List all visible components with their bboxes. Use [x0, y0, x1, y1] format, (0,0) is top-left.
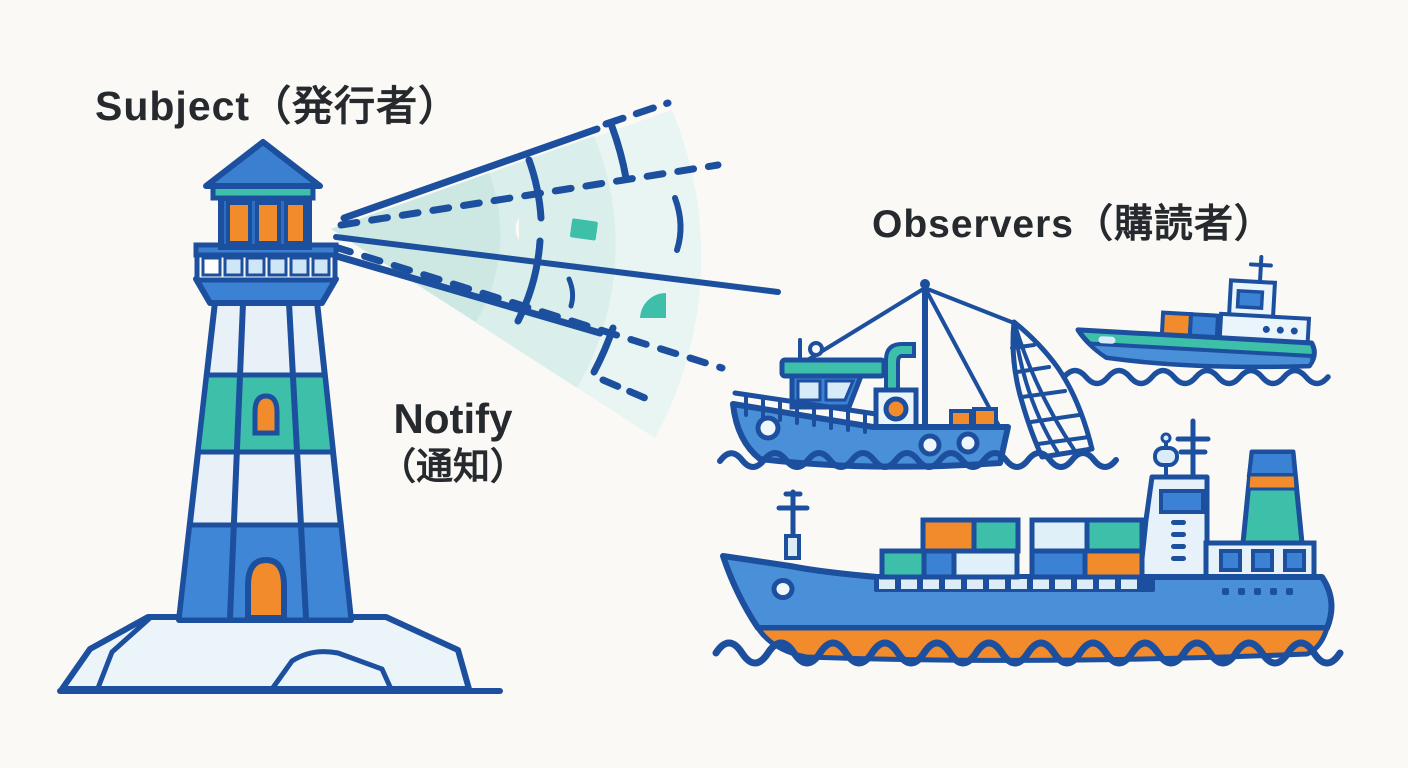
railing-pane: [311, 256, 331, 277]
bridge-window: [1283, 549, 1306, 572]
beam-arc-outer-bottom: [590, 324, 617, 376]
beam-top-edge-dashes: [602, 99, 672, 128]
gallery-floor: [193, 276, 339, 306]
railing-pane: [267, 256, 288, 277]
antenna-ring: [808, 341, 824, 357]
subject-label: Subject（発行者）: [95, 83, 461, 129]
superstructure-dot: [1290, 327, 1298, 335]
railing-pane: [289, 256, 310, 277]
bow-rail-posts: [744, 393, 867, 434]
beam-dashed-ray-lower: [331, 243, 726, 372]
beam-bottom-edge-dashes: [599, 376, 656, 405]
superstructure-dot: [1276, 326, 1284, 334]
cabin-roof: [779, 357, 887, 379]
container-teal: [879, 548, 927, 580]
exhaust-pipe: [884, 342, 916, 394]
container-teal: [1084, 517, 1145, 554]
container-white: [951, 548, 1020, 580]
beam-dashed-ray-upper: [337, 161, 722, 229]
lantern-pane: [226, 201, 252, 245]
lighthouse-door: [245, 556, 287, 621]
rock-facet-line: [95, 615, 153, 691]
bridge-window: [1251, 549, 1274, 572]
porthole: [771, 578, 795, 600]
water-wave: [1061, 367, 1331, 387]
net-rungs: [1010, 343, 1091, 446]
superstructure-dot: [1262, 325, 1270, 333]
rigging-lines: [804, 286, 1016, 428]
fishing-net: [1010, 319, 1095, 460]
tower-mullion-right: [286, 300, 309, 621]
tower-window: [252, 393, 280, 436]
water-wave: [717, 450, 1119, 470]
tower-ladder-rung: [1171, 532, 1186, 537]
light-beam-icon: [329, 99, 781, 438]
bow-rail: [732, 390, 879, 417]
railing-pane: [201, 256, 222, 277]
beam-notch: [515, 218, 519, 240]
tower-window: [1159, 489, 1205, 514]
container-orange: [1082, 548, 1145, 580]
bridge-window: [1219, 549, 1242, 572]
fishing-boat-icon: [717, 279, 1119, 470]
notify-label-line2: （通知）: [379, 446, 527, 487]
cabin-window: [824, 379, 856, 402]
container-teal: [971, 517, 1021, 554]
railing-pane: [245, 256, 266, 277]
cabin-window: [796, 379, 822, 402]
container-blue: [921, 548, 957, 580]
tower-ladder-rung: [1171, 544, 1186, 549]
radar-top-light: [1160, 432, 1172, 444]
beam-top-edge: [340, 125, 601, 222]
funnel-top-band: [1246, 450, 1298, 477]
bow-highlight: [1098, 336, 1116, 344]
tower-mullion-left: [227, 300, 246, 621]
observers-label: Observers（購読者）: [872, 203, 1274, 246]
beam-accent-wedge: [640, 293, 666, 318]
beam-solid-ray-middle: [333, 234, 781, 295]
bow-mast-base: [784, 534, 801, 560]
porthole: [755, 415, 781, 441]
mast: [1248, 255, 1273, 284]
railing-pane: [223, 256, 244, 277]
tower-ladder-rung: [1171, 556, 1186, 561]
porthole: [956, 431, 980, 455]
deck-railing-panes: [879, 579, 1137, 589]
porthole: [918, 433, 942, 457]
notify-label: Notify （通知）: [358, 394, 548, 490]
rock-detail-line: [269, 649, 394, 692]
lighthouse-roof: [203, 139, 323, 189]
notify-label-line1: Notify: [393, 395, 513, 442]
lighthouse-icon: [57, 139, 503, 694]
hull-dots: [1222, 588, 1293, 595]
lantern-pane: [284, 201, 307, 245]
beam-arc-inner-bottom: [514, 237, 544, 325]
funnel-orange-stripe: [1246, 473, 1298, 491]
deck-house-porthole: [883, 396, 909, 422]
hull-waterline-band: [1087, 341, 1315, 369]
tower-ladder-rung: [1171, 520, 1186, 525]
radar-bulb: [1153, 446, 1179, 467]
large-cargo-ship-icon: [712, 418, 1344, 667]
beam-accent-arc: [672, 195, 684, 253]
signal-mast: [1175, 418, 1211, 480]
water-wave: [712, 639, 1344, 667]
beam-bottom-edge: [329, 251, 604, 337]
net-vertical-ropes: [1012, 320, 1077, 455]
beam-accent-dash: [566, 276, 576, 309]
container-white: [1029, 517, 1090, 554]
container-orange: [920, 517, 977, 554]
beam-arc-inner-top: [525, 156, 545, 222]
small-cargo-ship-icon: [1075, 255, 1317, 370]
container-blue: [1029, 548, 1088, 580]
lantern-pane: [255, 201, 281, 245]
bridge-window: [1235, 288, 1265, 310]
rock-base: [59, 614, 472, 692]
beam-accent-rect: [569, 218, 598, 241]
